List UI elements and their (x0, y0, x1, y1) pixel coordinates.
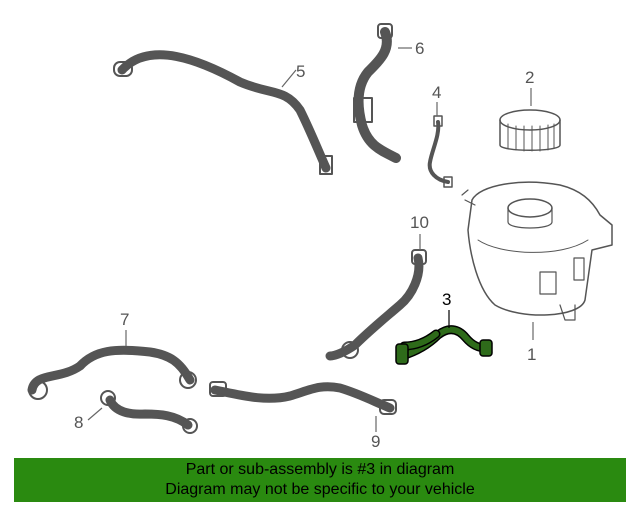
part-1-expansion-tank[interactable] (461, 181, 613, 321)
info-banner: Part or sub-assembly is #3 in diagram Di… (14, 458, 626, 502)
part-5-hose[interactable] (113, 50, 333, 175)
banner-line-1: Part or sub-assembly is #3 in diagram (185, 461, 455, 478)
callout-1: 1 (527, 345, 536, 364)
callout-9: 9 (371, 432, 380, 451)
part-10-hose[interactable] (325, 249, 427, 361)
callout-6: 6 (415, 39, 424, 58)
callout-7: 7 (120, 310, 129, 329)
part-9-hose[interactable] (209, 381, 397, 415)
callout-3: 3 (442, 290, 451, 309)
part-7-hose[interactable] (27, 345, 197, 400)
part-6-hose[interactable] (353, 23, 401, 163)
part-2-cap[interactable] (499, 109, 561, 152)
banner-line-2: Diagram may not be specific to your vehi… (165, 481, 475, 498)
callout-8: 8 (74, 413, 83, 432)
callout-5: 5 (296, 62, 305, 81)
part-4-line[interactable] (427, 115, 453, 188)
parts-diagram: 5 6 4 2 1 (27, 23, 613, 451)
leader-5 (281, 69, 297, 88)
callout-4: 4 (432, 83, 441, 102)
leader-8 (87, 407, 103, 421)
callout-2: 2 (525, 68, 534, 87)
part-8-hose[interactable] (100, 390, 198, 434)
callout-10: 10 (410, 213, 429, 232)
part-3-hose-highlighted[interactable] (395, 325, 493, 365)
